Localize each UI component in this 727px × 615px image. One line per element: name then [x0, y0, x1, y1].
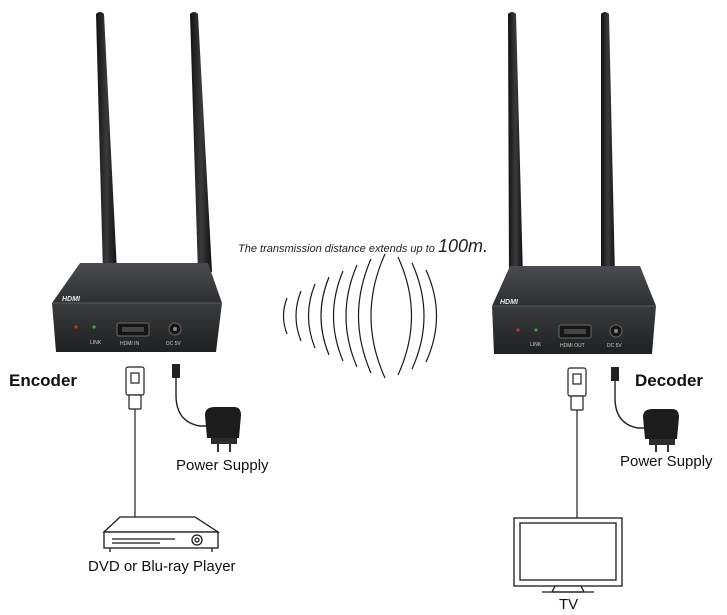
encoder-power-led — [74, 325, 78, 329]
encoder-device: HDMI LINK HDMI IN DC 5V — [52, 12, 222, 352]
encoder-dc-plug — [172, 364, 180, 378]
encoder-hdmi-logo: HDMI — [62, 296, 81, 303]
decoder-link-label: LINK — [530, 342, 542, 348]
decoder-hdmi-label: HDMI OUT — [560, 343, 585, 349]
encoder-hdmi-cable — [125, 366, 145, 518]
decoder-antenna-left — [508, 12, 523, 278]
decoder-hdmi-cable — [567, 367, 587, 518]
decoder-dc-label: DC 5V — [607, 343, 622, 349]
encoder-link-led — [92, 325, 96, 329]
decoder-antenna-right — [601, 12, 615, 278]
decoder-dc-plug — [611, 367, 619, 381]
encoder-dc-label: DC 5V — [166, 341, 181, 347]
encoder-antenna-left — [96, 12, 117, 274]
encoder-hdmi-label: HDMI IN — [120, 341, 140, 347]
decoder-power-cable — [614, 369, 648, 429]
caption-text: The transmission distance extends up to — [238, 243, 435, 255]
tv-label: TV — [559, 596, 579, 613]
encoder-power-cable — [175, 366, 212, 427]
dvd-player-label: DVD or Blu-ray Player — [88, 558, 236, 575]
encoder-title: Encoder — [9, 371, 78, 390]
encoder-link-label: LINK — [90, 340, 102, 346]
decoder-device: HDMI LINK HDMI OUT DC 5V — [492, 12, 656, 354]
decoder-power-led — [516, 328, 520, 332]
dvd-player — [102, 516, 221, 552]
wireless-signal-waves — [282, 253, 438, 379]
decoder-power-supply-label: Power Supply — [620, 453, 713, 470]
decoder-title: Decoder — [635, 371, 704, 390]
encoder-power-adapter — [205, 407, 241, 452]
caption-distance: 100m. — [437, 236, 488, 256]
transmission-caption: The transmission distance extends up to … — [238, 236, 488, 257]
decoder-link-led — [534, 328, 538, 332]
decoder-hdmi-logo: HDMI — [500, 299, 519, 306]
encoder-power-supply-label: Power Supply — [176, 457, 269, 474]
tv-display — [513, 517, 623, 593]
decoder-power-adapter — [643, 409, 679, 452]
encoder-antenna-right — [190, 12, 212, 274]
